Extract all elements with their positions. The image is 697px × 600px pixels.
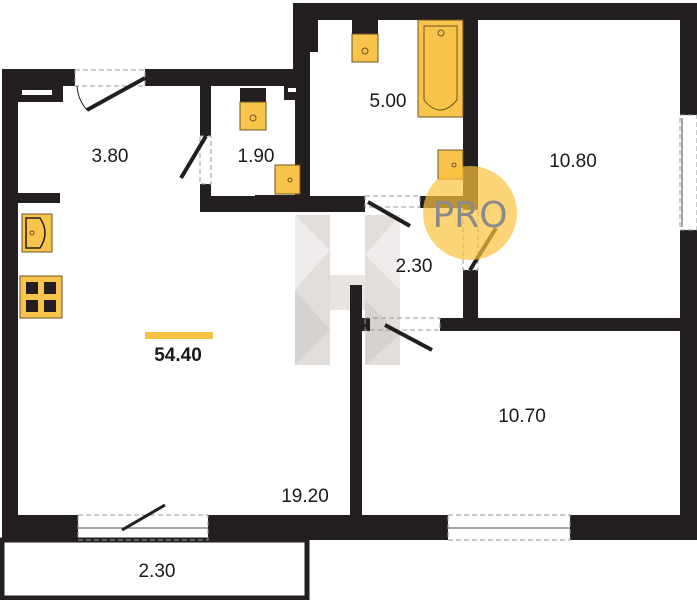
total-area: 54.40 bbox=[154, 345, 202, 366]
bathtub-icon bbox=[417, 19, 464, 118]
room-area-kitchen-living: 19.20 bbox=[281, 486, 329, 507]
stove-icon bbox=[19, 275, 63, 319]
toilet-icon bbox=[351, 20, 379, 63]
room-area-bathroom: 5.00 bbox=[370, 91, 407, 112]
walls bbox=[0, 3, 697, 600]
room-area-hall: 3.80 bbox=[92, 146, 129, 167]
room-area-wc: 1.90 bbox=[238, 146, 275, 167]
sink-icon bbox=[274, 164, 301, 195]
toilet-icon bbox=[239, 88, 267, 131]
room-area-bedroom-2: 10.70 bbox=[498, 406, 546, 427]
doors-windows bbox=[74, 69, 697, 541]
room-area-bedroom-1: 10.80 bbox=[549, 151, 597, 172]
kitchen-sink-icon bbox=[21, 213, 53, 253]
room-area-balcony: 2.30 bbox=[139, 561, 176, 582]
watermark-text: PRO bbox=[432, 195, 507, 236]
room-area-corridor: 2.30 bbox=[396, 256, 433, 277]
watermark-circle bbox=[423, 166, 517, 260]
watermark-logo bbox=[295, 215, 400, 365]
total-area-accent-bar bbox=[145, 332, 213, 339]
